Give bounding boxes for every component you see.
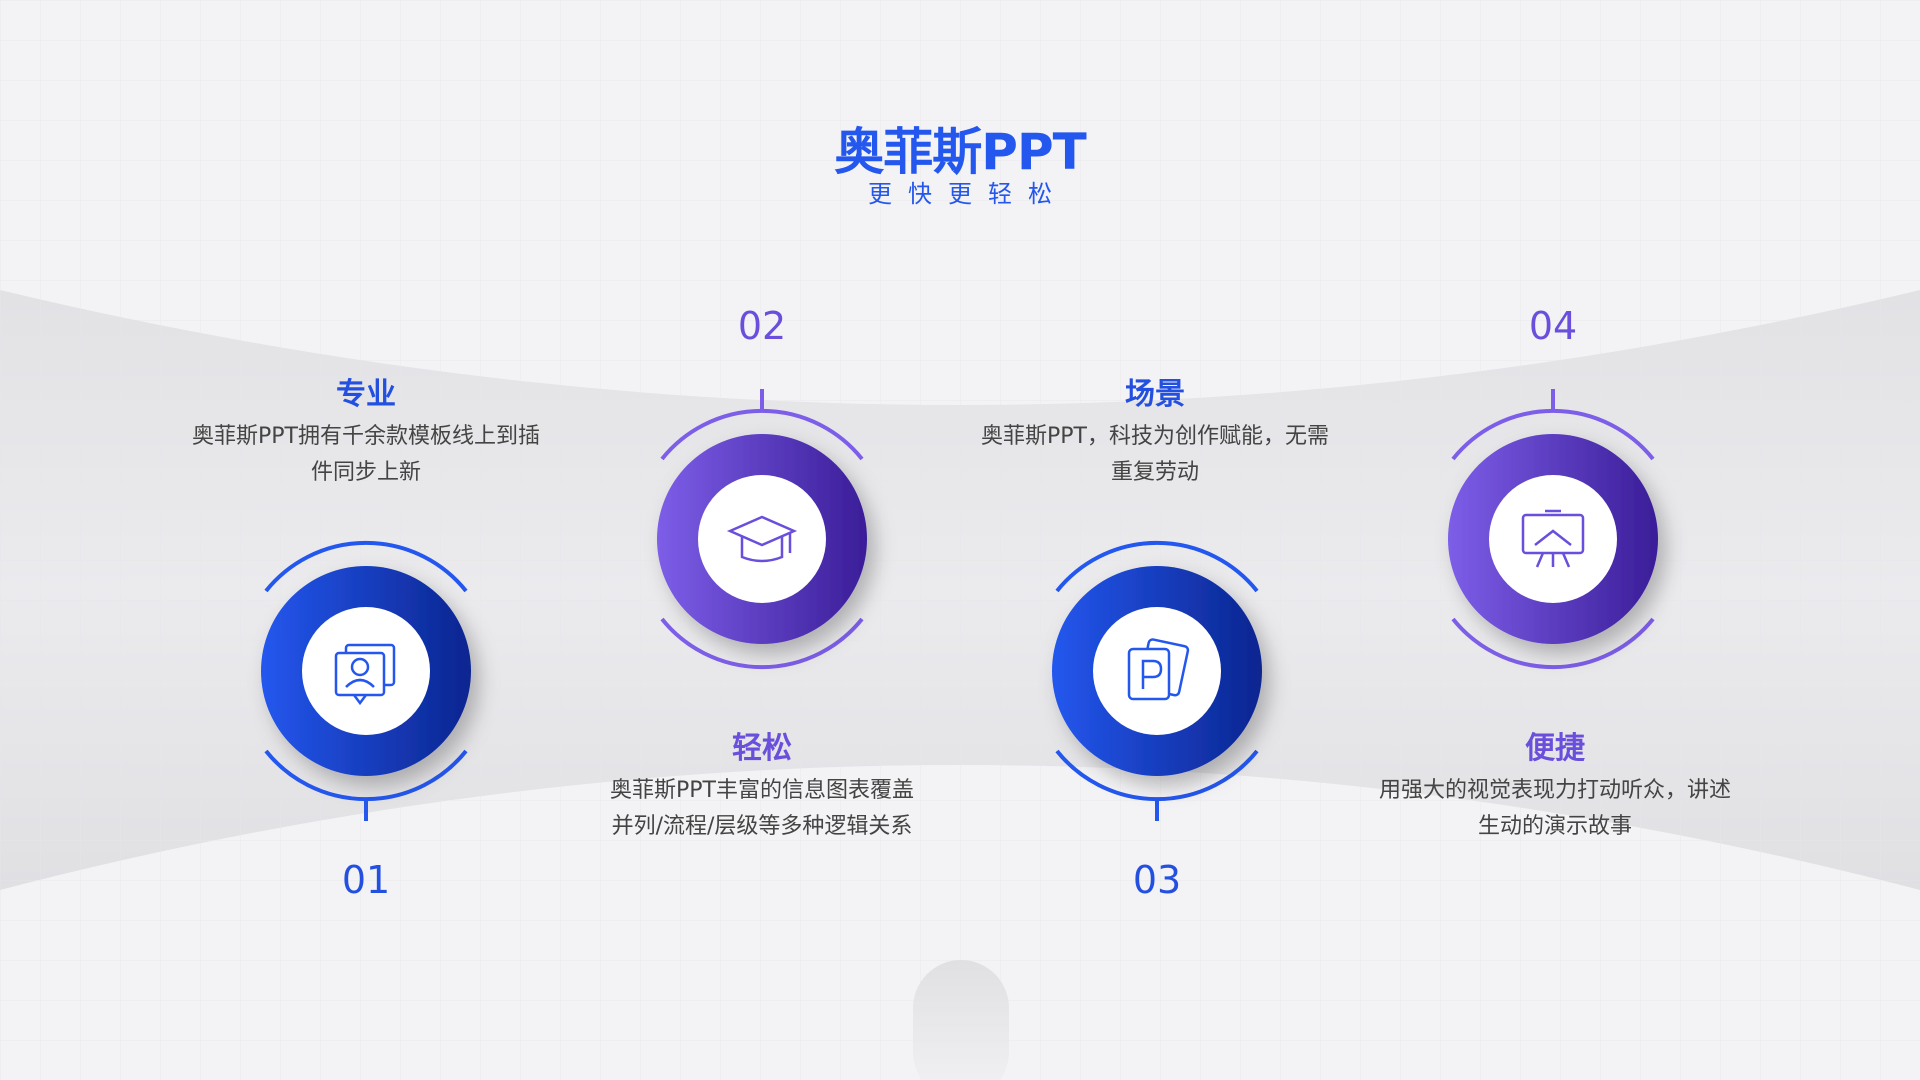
step-03-circle <box>1052 540 1262 821</box>
user-cards-icon <box>334 643 396 706</box>
step-03-title: 场景 <box>1125 377 1185 412</box>
step-01-circle <box>261 540 471 821</box>
step-01-desc-line: 奥菲斯PPT拥有千余款模板线上到插 <box>192 424 540 449</box>
step-02-text: 轻松 奥菲斯PPT丰富的信息图表覆盖并列/流程/层级等多种逻辑关系 <box>552 729 972 845</box>
step-04-text: 便捷 用强大的视觉表现力打动听众，讲述生动的演示故事 <box>1345 729 1765 845</box>
step-04-title: 便捷 <box>1525 731 1585 766</box>
presentation-board-icon <box>1521 509 1585 568</box>
page-title: 奥菲斯PPT <box>834 123 1086 181</box>
step-02-circle <box>657 389 867 670</box>
step-01-desc-line: 件同步上新 <box>310 460 421 485</box>
page-subtitle: 更快更轻松 <box>868 180 1068 208</box>
step-04-desc-line: 生动的演示故事 <box>1477 814 1632 839</box>
step-01-text: 专业 奥菲斯PPT拥有千余款模板线上到插件同步上新 <box>156 375 576 491</box>
step-04-desc-line: 用强大的视觉表现力打动听众，讲述 <box>1378 778 1731 803</box>
step-03-desc-line: 奥菲斯PPT，科技为创作赋能，无需 <box>981 424 1329 449</box>
step-03-desc-line: 重复劳动 <box>1110 460 1199 485</box>
step-02-desc-line: 奥菲斯PPT丰富的信息图表覆盖 <box>610 778 914 803</box>
step-02-title: 轻松 <box>732 731 792 766</box>
step-03-number: 03 <box>1132 858 1182 902</box>
step-02-desc-line: 并列/流程/层级等多种逻辑关系 <box>611 814 913 839</box>
step-02-number: 02 <box>737 304 787 348</box>
step-01-title: 专业 <box>336 377 396 412</box>
step-04-circle <box>1448 389 1658 670</box>
graduation-cap-icon <box>726 515 798 563</box>
step-03-text: 场景 奥菲斯PPT，科技为创作赋能，无需重复劳动 <box>945 375 1365 491</box>
step-01-number: 01 <box>341 858 391 902</box>
step-04-number: 04 <box>1528 304 1578 348</box>
powerpoint-file-icon <box>1127 638 1190 701</box>
